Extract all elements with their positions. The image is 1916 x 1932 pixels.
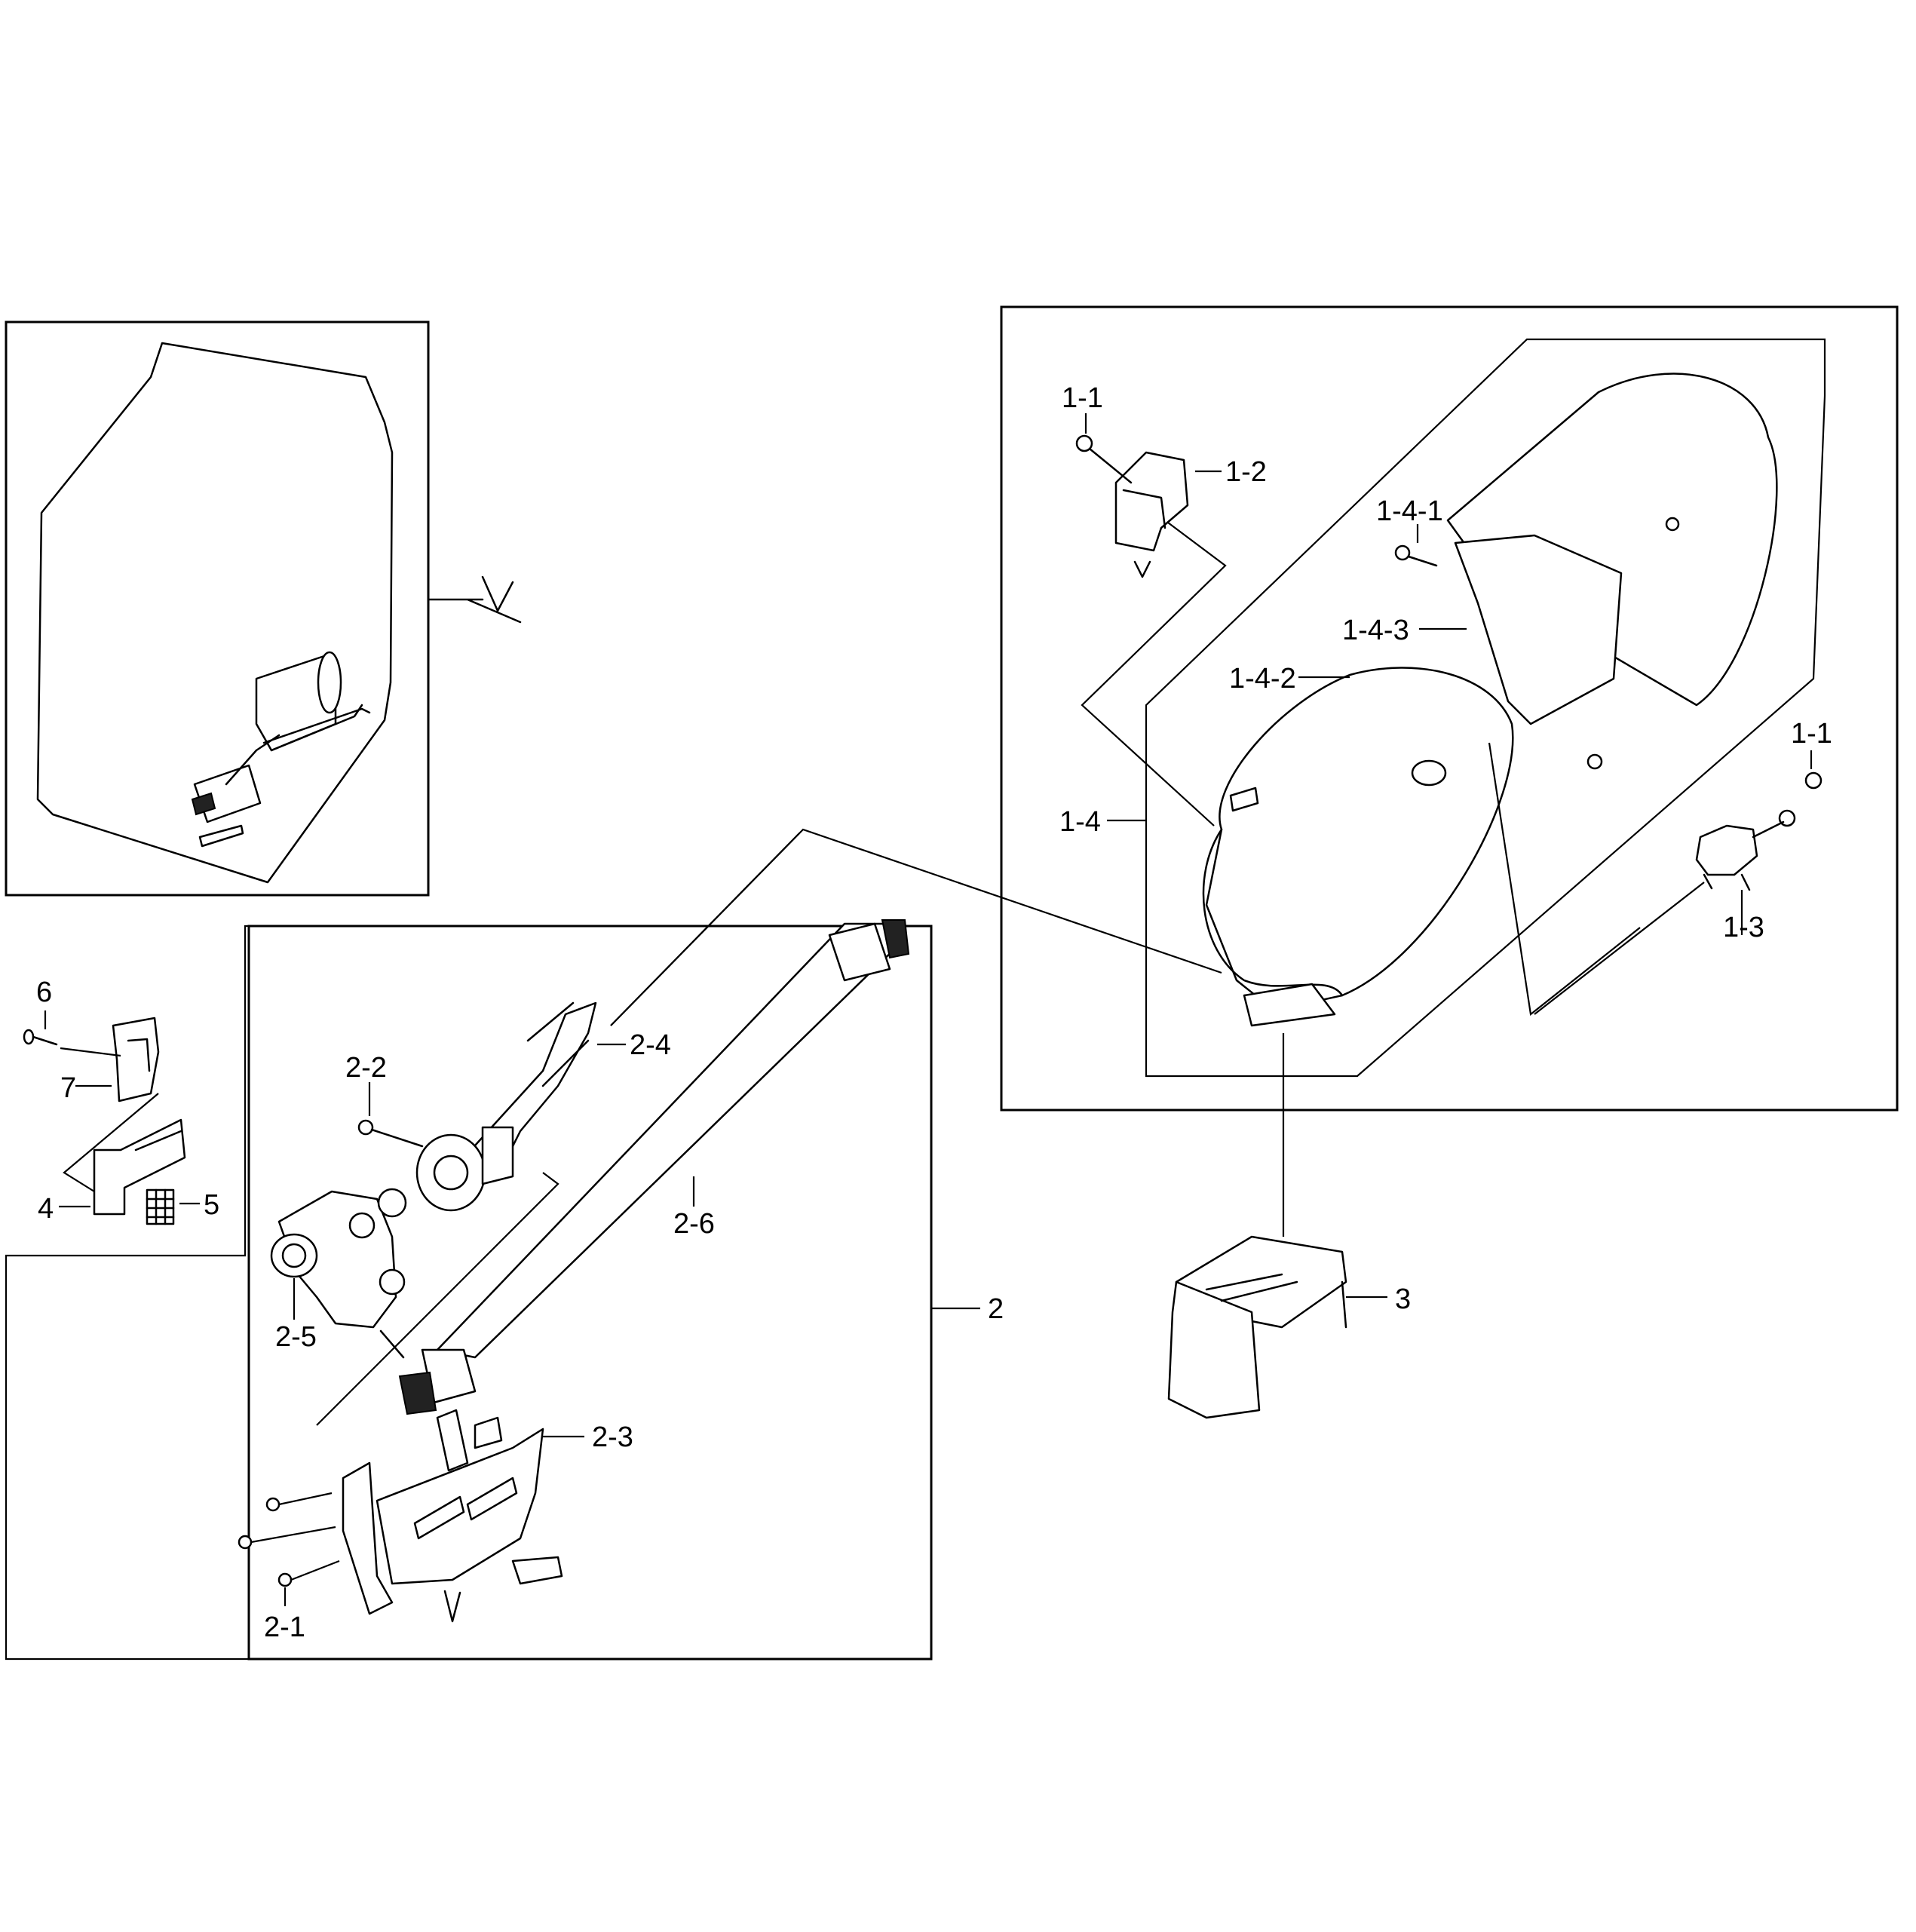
burner-2-4	[415, 1001, 597, 1212]
callout-2-6: 2-6	[673, 1208, 715, 1240]
bracket-2-3	[342, 1409, 563, 1623]
callout-1-2: 1-2	[1225, 456, 1267, 488]
bracket-1-2	[1114, 451, 1189, 578]
bracket-7	[112, 1017, 160, 1102]
duct-cylinder-main	[1202, 667, 1514, 1027]
callout-7: 7	[60, 1072, 76, 1104]
callout-2-3: 2-3	[592, 1421, 633, 1453]
callout-3: 3	[1395, 1283, 1411, 1315]
burner-tube-2-6	[398, 919, 910, 1415]
screw-1-4-1	[1394, 544, 1438, 567]
screw-6	[23, 1029, 58, 1046]
dryer-cabinet-outline	[36, 342, 394, 884]
screw-duct-lower	[1586, 753, 1603, 770]
callout-1-1-top: 1-1	[1062, 382, 1103, 414]
callout-1-3: 1-3	[1723, 912, 1764, 943]
callout-1-4-1: 1-4-1	[1376, 495, 1443, 527]
small-parts-group	[5, 925, 933, 1661]
thermostat-1-3	[1695, 771, 1822, 891]
callout-2: 2	[988, 1293, 1004, 1325]
callout-2-1: 2-1	[264, 1612, 305, 1643]
duct-assembly-group-1	[1000, 305, 1899, 1112]
part-4-sensor	[93, 1118, 186, 1216]
callout-2-2: 2-2	[345, 1052, 387, 1084]
screw-1-1-top	[1075, 434, 1133, 484]
gas-valve-assembly-group-2	[238, 833, 933, 1661]
callout-4: 4	[38, 1193, 54, 1225]
dryer-overview-panel	[5, 320, 522, 897]
callout-1-4: 1-4	[1059, 806, 1101, 838]
callout-1-4-2: 1-4-2	[1229, 663, 1296, 695]
duct-cylinder-upper	[1446, 373, 1778, 725]
callout-labels: 1-1 1-2 1-4-1 1-4-3 1-4-2 1-1 1-4 1-3 6 …	[36, 382, 1832, 1643]
callout-1-4-3: 1-4-3	[1342, 615, 1409, 646]
screws-2-1	[238, 1492, 340, 1587]
callout-1-1-right: 1-1	[1791, 718, 1832, 750]
callout-2-4: 2-4	[630, 1029, 671, 1061]
part-5-grid	[146, 1188, 175, 1225]
bracket-3	[1167, 1033, 1347, 1419]
callout-6: 6	[36, 977, 52, 1008]
gas-valve-2-5	[270, 1188, 407, 1359]
x-marker	[427, 575, 522, 624]
callout-5: 5	[204, 1189, 219, 1221]
burner-assembly-overview	[191, 651, 371, 848]
leader-lines	[44, 413, 1813, 1606]
screw-2-2	[357, 1119, 424, 1148]
callout-2-5: 2-5	[275, 1321, 317, 1353]
